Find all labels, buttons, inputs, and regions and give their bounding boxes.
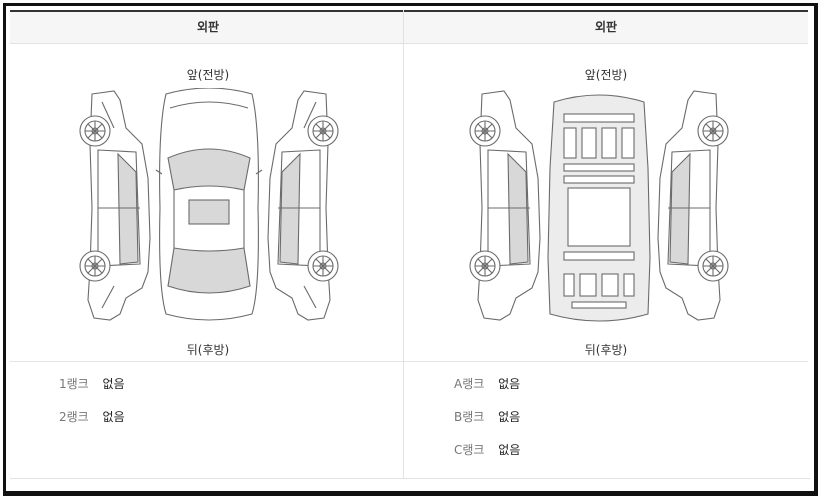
right-wheel-rear <box>697 250 729 282</box>
car-diagram-area: 앞(전방) <box>10 44 406 362</box>
rank-label: A랭크 <box>454 377 485 391</box>
panel-header: 외판 <box>10 10 406 44</box>
rear-label: 뒤(후방) <box>584 343 628 357</box>
rank-row-c: C랭크 없음 <box>404 440 808 473</box>
right-side-view[interactable] <box>657 90 721 321</box>
top-view[interactable] <box>155 88 263 321</box>
frame-diagram-area: 앞(전방) <box>404 44 808 362</box>
exterior-panel-left: 외판 앞(전방) <box>10 10 406 479</box>
rank-label: 2랭크 <box>59 410 89 424</box>
left-wheel-rear <box>79 250 111 282</box>
car-exterior-diagram <box>79 88 339 321</box>
left-wheel-rear <box>469 250 501 282</box>
rank-value: 없음 <box>498 377 521 391</box>
rank-list: A랭크 없음 B랭크 없음 C랭크 없음 <box>404 362 808 473</box>
rank-row-1: 1랭크 없음 <box>10 374 406 407</box>
inspection-frame: 외판 앞(전방) <box>3 3 818 496</box>
rank-label: 1랭크 <box>59 377 89 391</box>
rank-label: B랭크 <box>454 410 485 424</box>
left-wheel-front <box>79 115 111 147</box>
right-wheel-front <box>697 115 729 147</box>
rank-label: C랭크 <box>454 443 485 457</box>
rank-row-a: A랭크 없음 <box>404 374 808 407</box>
rank-value: 없음 <box>102 410 125 424</box>
left-wheel-front <box>469 115 501 147</box>
rank-row-b: B랭크 없음 <box>404 407 808 440</box>
rank-value: 없음 <box>102 377 125 391</box>
rear-label: 뒤(후방) <box>186 343 230 357</box>
exterior-panel-right: 외판 앞(전방) <box>403 10 808 479</box>
panel-header: 외판 <box>404 10 808 44</box>
car-frame-diagram <box>469 90 729 322</box>
rank-row-2: 2랭크 없음 <box>10 407 406 440</box>
rank-value: 없음 <box>498 443 521 457</box>
front-label: 앞(전방) <box>584 68 628 82</box>
front-label: 앞(전방) <box>186 68 230 82</box>
table-bottom-divider <box>10 478 810 479</box>
rank-value: 없음 <box>498 410 521 424</box>
right-wheel-rear <box>307 250 339 282</box>
right-wheel-front <box>307 115 339 147</box>
rank-list: 1랭크 없음 2랭크 없음 <box>10 362 406 440</box>
frame-top-view[interactable] <box>547 94 651 322</box>
